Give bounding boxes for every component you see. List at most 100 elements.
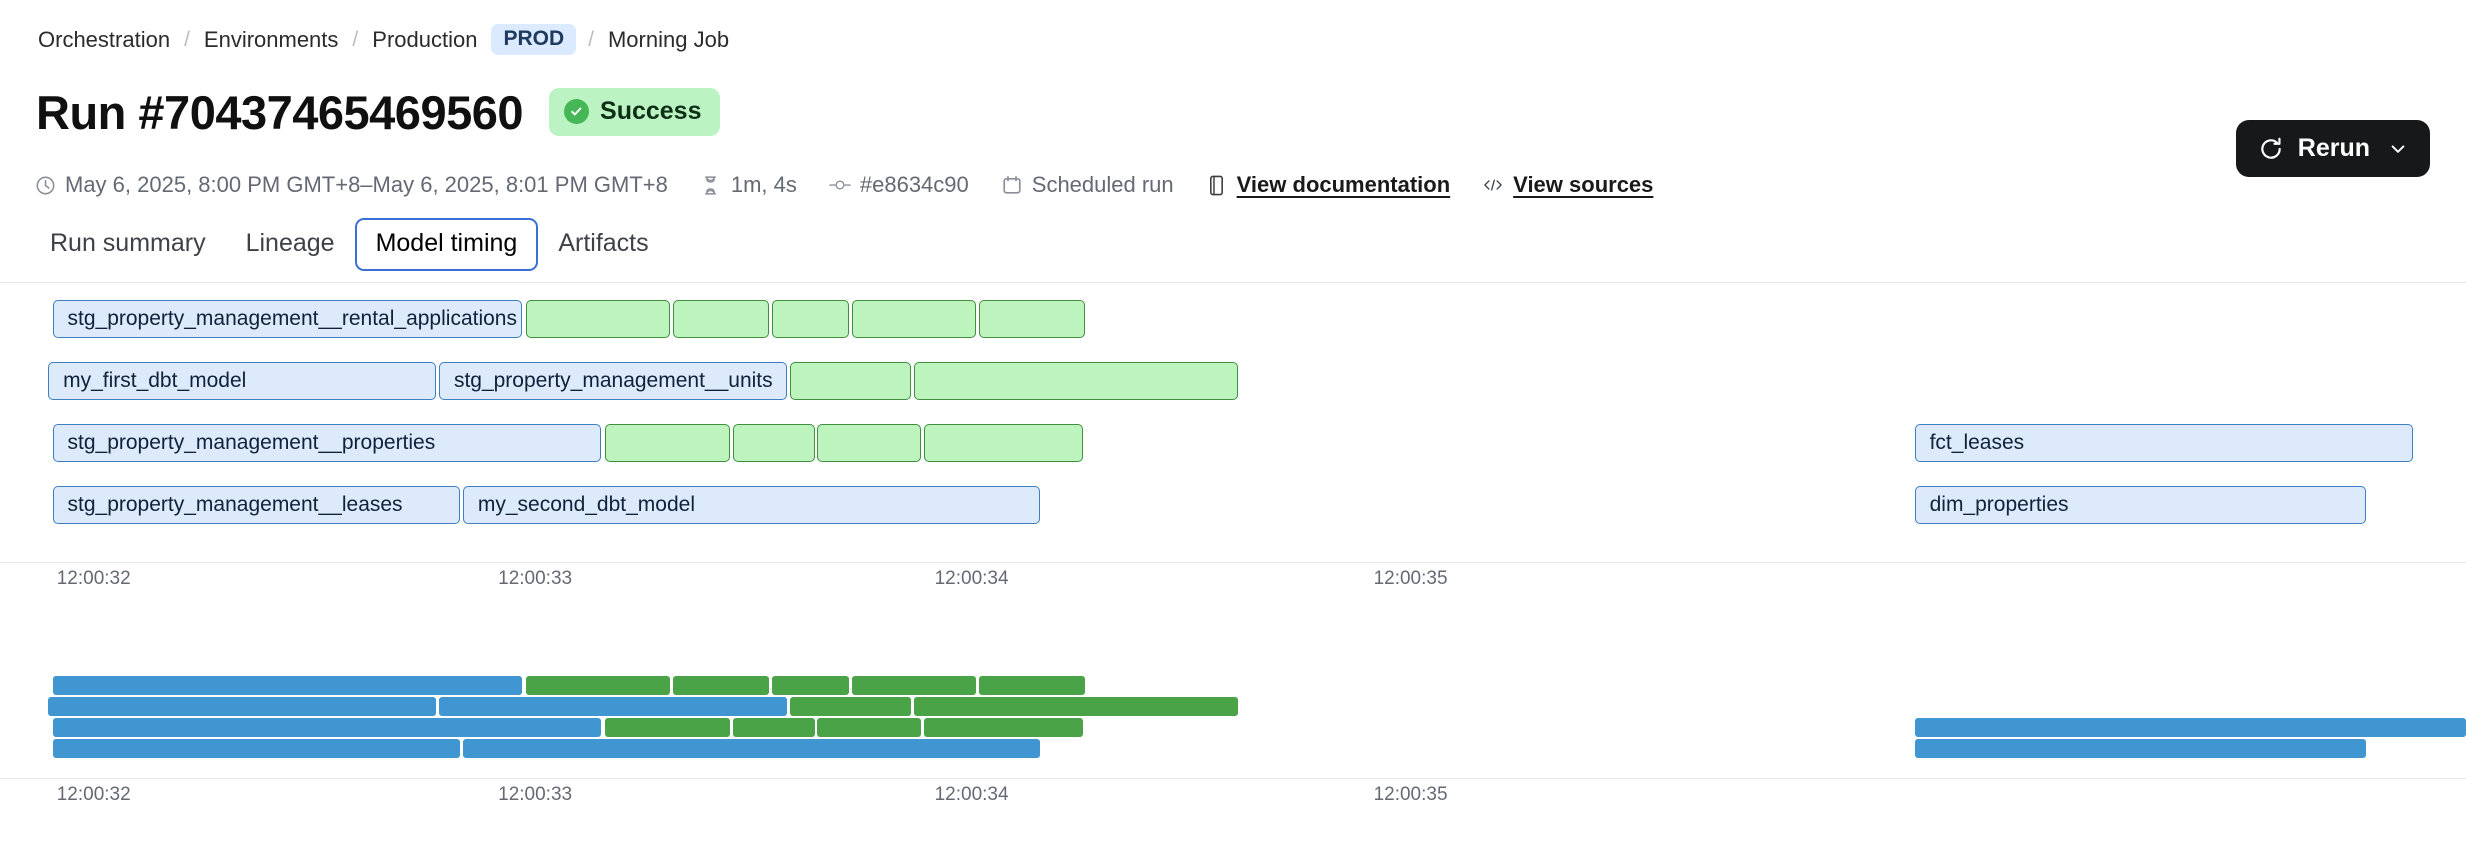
page-header: Run #70437465469560 Success bbox=[36, 85, 721, 139]
meta-sources[interactable]: View sources bbox=[1482, 172, 1653, 198]
minimap-bar[interactable] bbox=[1914, 739, 2366, 758]
chevron-down-icon[interactable] bbox=[2388, 139, 2408, 159]
axis-tick-label: 12:00:35 bbox=[1373, 784, 1448, 805]
gantt-bar-stg_property_management__units[interactable]: stg_property_management__units bbox=[438, 362, 787, 400]
minimap-bar[interactable] bbox=[771, 676, 849, 695]
axis-tick-label: 12:00:34 bbox=[934, 568, 1009, 589]
minimap-bar[interactable] bbox=[852, 676, 977, 695]
gantt-bar-stg_property_management__rental_applications[interactable]: stg_property_management__rental_applicat… bbox=[52, 300, 523, 338]
gantt-bar-stg_property_management__properties[interactable]: stg_property_management__properties bbox=[52, 424, 602, 462]
gantt-bar-label: stg_property_management__properties bbox=[67, 431, 436, 454]
tab-model-timing[interactable]: Model timing bbox=[354, 218, 539, 271]
gantt-bar-test[interactable] bbox=[923, 424, 1083, 462]
minimap-row bbox=[0, 697, 2466, 716]
minimap-row bbox=[0, 718, 2466, 737]
minimap-bar[interactable] bbox=[48, 697, 436, 716]
gantt-bar-label: dim_properties bbox=[1929, 493, 2069, 516]
minimap-bar[interactable] bbox=[52, 676, 523, 695]
minimap-bar[interactable] bbox=[604, 718, 731, 737]
gantt-bar-test[interactable] bbox=[604, 424, 731, 462]
gantt-bar-stg_property_management__leases[interactable]: stg_property_management__leases bbox=[52, 486, 460, 524]
breadcrumb-separator: / bbox=[352, 27, 359, 51]
minimap-axis-line bbox=[0, 778, 2466, 779]
gantt-bar-test[interactable] bbox=[672, 300, 769, 338]
breadcrumb-item-morning-job[interactable]: Morning Job bbox=[607, 26, 730, 52]
tab-artifacts[interactable]: Artifacts bbox=[558, 229, 649, 257]
minimap-bar[interactable] bbox=[817, 718, 921, 737]
tab-lineage[interactable]: Lineage bbox=[245, 229, 335, 257]
breadcrumb-item-production[interactable]: Production bbox=[372, 26, 478, 52]
minimap-bar[interactable] bbox=[913, 697, 1238, 716]
gantt-bar-label: fct_leases bbox=[1929, 431, 2025, 454]
minimap-row bbox=[0, 676, 2466, 695]
meta-duration: 1m, 4s bbox=[700, 172, 797, 198]
meta-commit-label[interactable]: #e8634c90 bbox=[859, 172, 969, 197]
minimap-bar[interactable] bbox=[979, 676, 1086, 695]
check-circle-icon bbox=[564, 99, 590, 124]
minimap-bar[interactable] bbox=[790, 697, 912, 716]
minimap-bar[interactable] bbox=[52, 739, 460, 758]
gantt-bar-label: stg_property_management__rental_applicat… bbox=[67, 307, 517, 330]
gantt-axis-line bbox=[0, 562, 2466, 563]
gantt-bar-test[interactable] bbox=[790, 362, 912, 400]
gantt-bar-label: stg_property_management__units bbox=[453, 369, 773, 392]
gantt-bar-test[interactable] bbox=[979, 300, 1086, 338]
minimap-bar[interactable] bbox=[923, 718, 1083, 737]
gantt-minimap[interactable] bbox=[0, 676, 2466, 766]
gantt-bar-label: my_second_dbt_model bbox=[477, 493, 695, 516]
gantt-bar-test[interactable] bbox=[771, 300, 849, 338]
gantt-row: stg_property_management__properties fct_l… bbox=[0, 424, 2466, 462]
meta-duration-label: 1m, 4s bbox=[730, 172, 797, 197]
breadcrumb-item-orchestration[interactable]: Orchestration bbox=[38, 26, 171, 52]
gantt-row: my_first_dbt_model stg_property_managemen… bbox=[0, 362, 2466, 400]
gantt-chart[interactable]: stg_property_management__rental_applicat… bbox=[0, 300, 2466, 560]
gantt-bar-dim_properties[interactable]: dim_properties bbox=[1914, 486, 2366, 524]
book-icon bbox=[1206, 174, 1228, 196]
hourglass-icon bbox=[700, 174, 722, 196]
tab-bar-divider bbox=[0, 282, 2466, 283]
gantt-bar-fct_leases[interactable]: fct_leases bbox=[1914, 424, 2414, 462]
view-sources-link[interactable]: View sources bbox=[1513, 172, 1654, 197]
clock-icon bbox=[34, 174, 56, 196]
minimap-bar[interactable] bbox=[462, 739, 1041, 758]
rerun-label: Rerun bbox=[2297, 134, 2370, 162]
minimap-bar[interactable] bbox=[672, 676, 769, 695]
gantt-bar-test[interactable] bbox=[913, 362, 1238, 400]
gantt-bar-test[interactable] bbox=[852, 300, 977, 338]
tab-bar: Run summary Lineage Model timing Artifac… bbox=[30, 218, 669, 271]
gantt-bar-test[interactable] bbox=[817, 424, 921, 462]
axis-tick-label: 12:00:32 bbox=[56, 784, 131, 805]
breadcrumb: Orchestration / Environments / Productio… bbox=[36, 24, 731, 55]
gantt-bar-label: my_first_dbt_model bbox=[63, 369, 247, 392]
minimap-bar[interactable] bbox=[525, 676, 670, 695]
axis-tick-label: 12:00:34 bbox=[934, 784, 1009, 805]
minimap-bar[interactable] bbox=[438, 697, 787, 716]
gantt-bar-my_second_dbt_model[interactable]: my_second_dbt_model bbox=[462, 486, 1041, 524]
gantt-bar-my_first_dbt_model[interactable]: my_first_dbt_model bbox=[48, 362, 436, 400]
run-metadata: May 6, 2025, 8:00 PM GMT+8–May 6, 2025, … bbox=[34, 172, 1685, 198]
meta-trigger: Scheduled run bbox=[1001, 172, 1174, 198]
meta-documentation[interactable]: View documentation bbox=[1206, 172, 1451, 198]
gantt-row: stg_property_management__leases my_second… bbox=[0, 486, 2466, 524]
refresh-icon bbox=[2258, 136, 2284, 162]
rerun-button[interactable]: Rerun bbox=[2235, 120, 2430, 177]
minimap-bar[interactable] bbox=[733, 718, 815, 737]
tab-run-summary[interactable]: Run summary bbox=[50, 229, 206, 257]
model-timing-chart: stg_property_management__rental_applicat… bbox=[0, 300, 2466, 805]
gantt-bar-test[interactable] bbox=[525, 300, 670, 338]
meta-trigger-label: Scheduled run bbox=[1031, 172, 1174, 197]
minimap-bar[interactable] bbox=[1914, 718, 2466, 737]
axis-tick-label: 12:00:33 bbox=[498, 568, 573, 589]
minimap-row bbox=[0, 739, 2466, 758]
minimap-bar[interactable] bbox=[52, 718, 602, 737]
gantt-bar-test[interactable] bbox=[733, 424, 815, 462]
view-documentation-link[interactable]: View documentation bbox=[1236, 172, 1451, 197]
meta-timerange-label: May 6, 2025, 8:00 PM GMT+8–May 6, 2025, … bbox=[65, 172, 668, 197]
meta-commit: #e8634c90 bbox=[829, 172, 969, 198]
breadcrumb-item-environments[interactable]: Environments bbox=[203, 26, 339, 52]
page-title: Run #70437465469560 bbox=[36, 85, 524, 139]
status-label: Success bbox=[600, 97, 702, 125]
status-badge: Success bbox=[549, 88, 721, 136]
commit-icon bbox=[829, 174, 851, 196]
